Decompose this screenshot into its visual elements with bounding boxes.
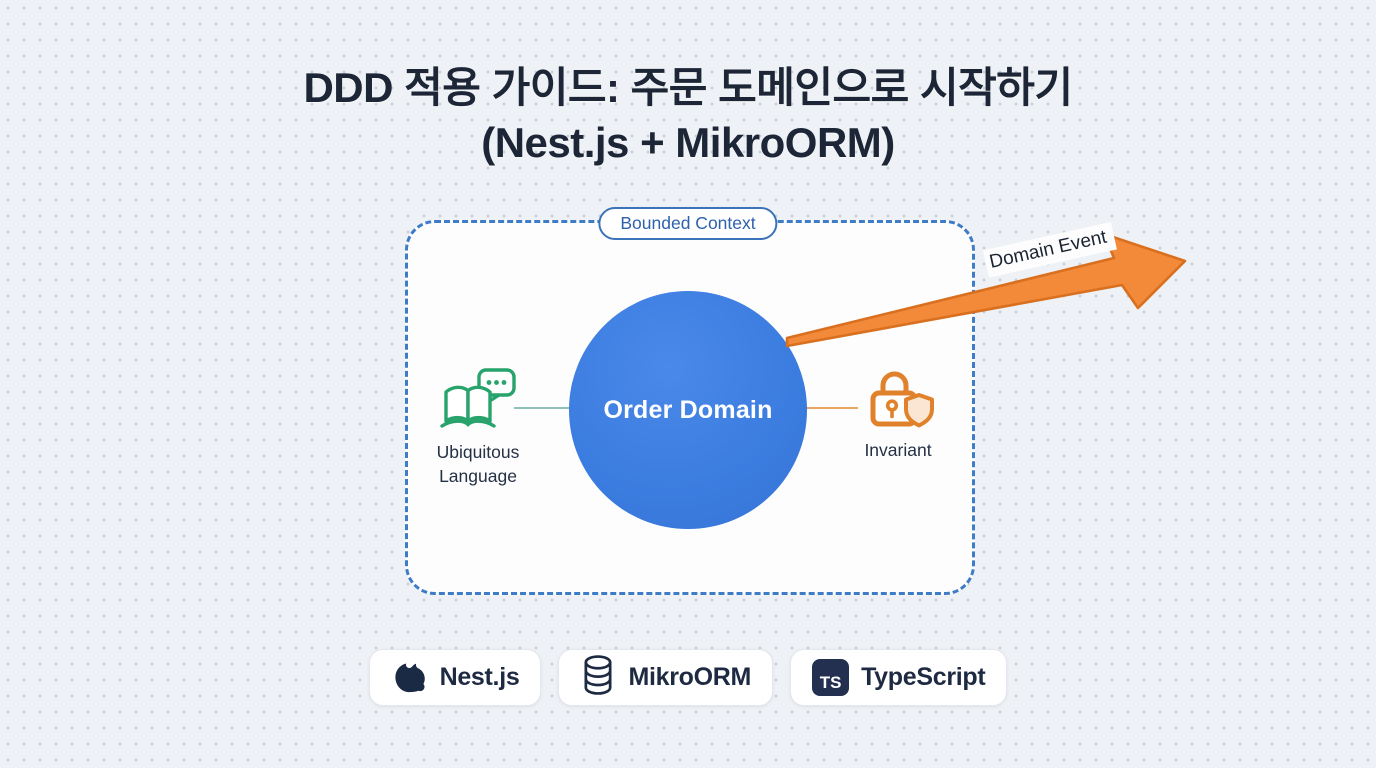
order-domain-circle: Order Domain (569, 291, 807, 529)
badge-nestjs: Nest.js (368, 649, 542, 706)
right-connector-line (806, 407, 858, 409)
invariant-label: Invariant (864, 440, 932, 460)
nestjs-logo-icon (391, 657, 428, 699)
title-line-2: (Nest.js + MikroORM) (481, 119, 895, 167)
order-domain-label: Order Domain (603, 395, 773, 424)
badge-typescript-label: TypeScript (861, 663, 986, 691)
tech-badges: Nest.js MikroORM TS TypeScript (0, 649, 1376, 706)
domain-event-label: Domain Event (982, 221, 1118, 278)
database-icon (580, 654, 616, 701)
badge-typescript: TS TypeScript (790, 649, 1008, 706)
left-connector-line (514, 407, 570, 409)
typescript-logo-text: TS (819, 673, 842, 692)
book-with-speech-bubble-icon (428, 368, 528, 434)
lock-with-shield-icon (848, 368, 948, 432)
ubiquitous-language-concept: Ubiquitous Language (428, 368, 528, 488)
page-title: DDD 적용 가이드: 주문 도메인으로 시작하기 (Nest.js + Mik… (0, 60, 1376, 171)
ubiquitous-language-label: Ubiquitous Language (436, 442, 520, 486)
invariant-concept: Invariant (848, 368, 948, 463)
typescript-logo-icon: TS (812, 659, 850, 696)
badge-mikroorm-label: MikroORM (628, 663, 752, 691)
badge-nestjs-label: Nest.js (439, 663, 520, 691)
badge-mikroorm: MikroORM (558, 649, 774, 706)
title-line-1: DDD 적용 가이드: 주문 도메인으로 시작하기 (303, 64, 1073, 111)
bounded-context-pill: Bounded Context (598, 207, 778, 240)
